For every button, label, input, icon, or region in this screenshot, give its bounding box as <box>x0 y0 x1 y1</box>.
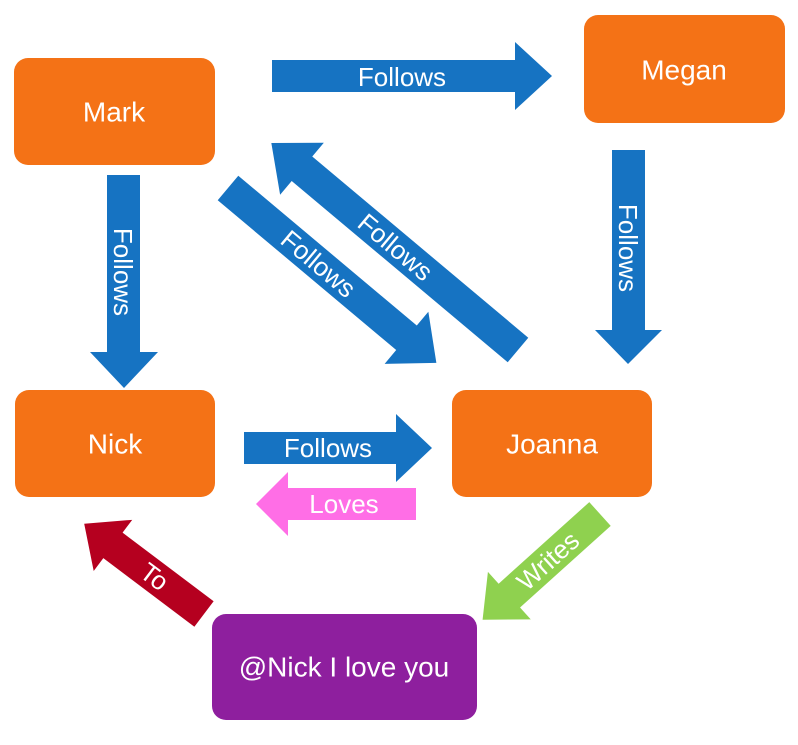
node-label: Nick <box>88 429 143 460</box>
node-box <box>452 390 652 497</box>
node-nick: Nick <box>15 390 215 497</box>
edge-label: Follows <box>352 207 439 287</box>
edge-tweet-to-nick: To <box>84 519 214 627</box>
arrow-down-shape <box>595 150 662 364</box>
edge-mark-follows-nick: Follows <box>90 175 158 388</box>
node-label: @Nick I love you <box>239 652 450 683</box>
node-box <box>584 15 785 123</box>
node-megan: Megan <box>584 15 785 123</box>
arrow-diagonal-shape <box>217 175 437 364</box>
node-box <box>212 614 477 720</box>
arrow-diagonal-shape <box>271 142 529 363</box>
node-box <box>14 58 215 165</box>
node-box <box>15 390 215 497</box>
node-label: Mark <box>83 97 146 128</box>
node-joanna: Joanna <box>452 390 652 497</box>
edge-joanna-writes-tweet: Writes <box>482 502 611 620</box>
arrow-right-shape <box>272 42 552 110</box>
edge-label: Follows <box>275 224 362 304</box>
node-mark: Mark <box>14 58 215 165</box>
edge-label: Writes <box>511 525 585 596</box>
arrow-diagonal-shape <box>482 502 611 620</box>
edge-joanna-loves-nick: Loves <box>256 472 416 536</box>
edge-label: Loves <box>309 489 378 519</box>
edge-megan-follows-joanna: Follows <box>595 150 662 364</box>
edge-label: Follows <box>284 433 372 463</box>
edge-nick-follows-joanna: Follows <box>244 414 432 482</box>
node-tweet: @Nick I love you <box>212 614 477 720</box>
node-label: Joanna <box>506 429 598 460</box>
edge-label: Follows <box>108 228 138 316</box>
edge-mark-follows-megan: Follows <box>272 42 552 110</box>
arrow-right-shape <box>244 414 432 482</box>
node-label: Megan <box>641 55 727 86</box>
arrow-down-shape <box>90 175 158 388</box>
edge-label: Follows <box>358 62 446 92</box>
arrow-diagonal-shape <box>84 519 214 627</box>
arrow-left-shape <box>256 472 416 536</box>
edge-label: Follows <box>613 204 643 292</box>
